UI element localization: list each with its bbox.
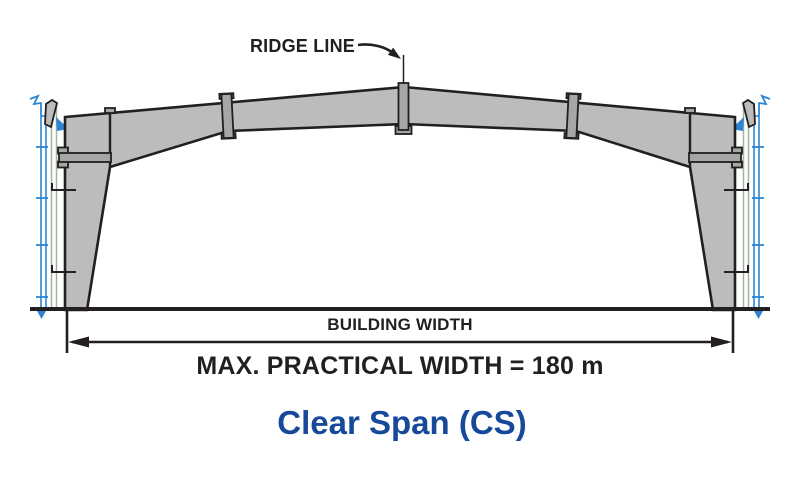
right-panel-break-icon <box>758 94 771 116</box>
right-sheeting <box>742 103 750 310</box>
left-wall-panel <box>29 94 69 319</box>
right-haunch-plate <box>688 146 743 169</box>
left-eave-trim <box>44 98 59 129</box>
building-width-dimension <box>68 336 732 348</box>
left-splice-plate <box>218 92 237 140</box>
right-base-arrow-icon <box>754 311 763 319</box>
ridge-leader-arrow-icon <box>357 43 401 59</box>
dimension-arrow-right-icon <box>711 336 732 348</box>
right-girt-line <box>753 115 760 310</box>
ridge-plate <box>394 82 413 135</box>
right-eave-trim <box>741 98 756 129</box>
ridge-line-label: RIDGE LINE <box>249 36 355 56</box>
right-splice-plate <box>563 92 582 140</box>
left-base-arrow-icon <box>37 311 46 319</box>
right-endplate-tab <box>684 107 696 114</box>
left-panel-break-icon <box>29 94 42 116</box>
girt-clips <box>51 183 749 273</box>
left-endplate-tab <box>104 107 116 114</box>
left-girt-ticks <box>36 146 48 298</box>
right-girt-ticks <box>752 146 764 298</box>
left-girt-line <box>40 115 47 310</box>
building-width-label: BUILDING WIDTH <box>327 315 473 334</box>
left-sheeting <box>50 103 58 310</box>
dimension-arrow-left-icon <box>68 336 89 348</box>
left-haunch-plate <box>57 146 112 169</box>
right-wall-panel <box>731 94 771 319</box>
max-practical-width-label: MAX. PRACTICAL WIDTH = 180 m <box>196 352 604 380</box>
page-title: Clear Span (CS) <box>277 404 527 441</box>
